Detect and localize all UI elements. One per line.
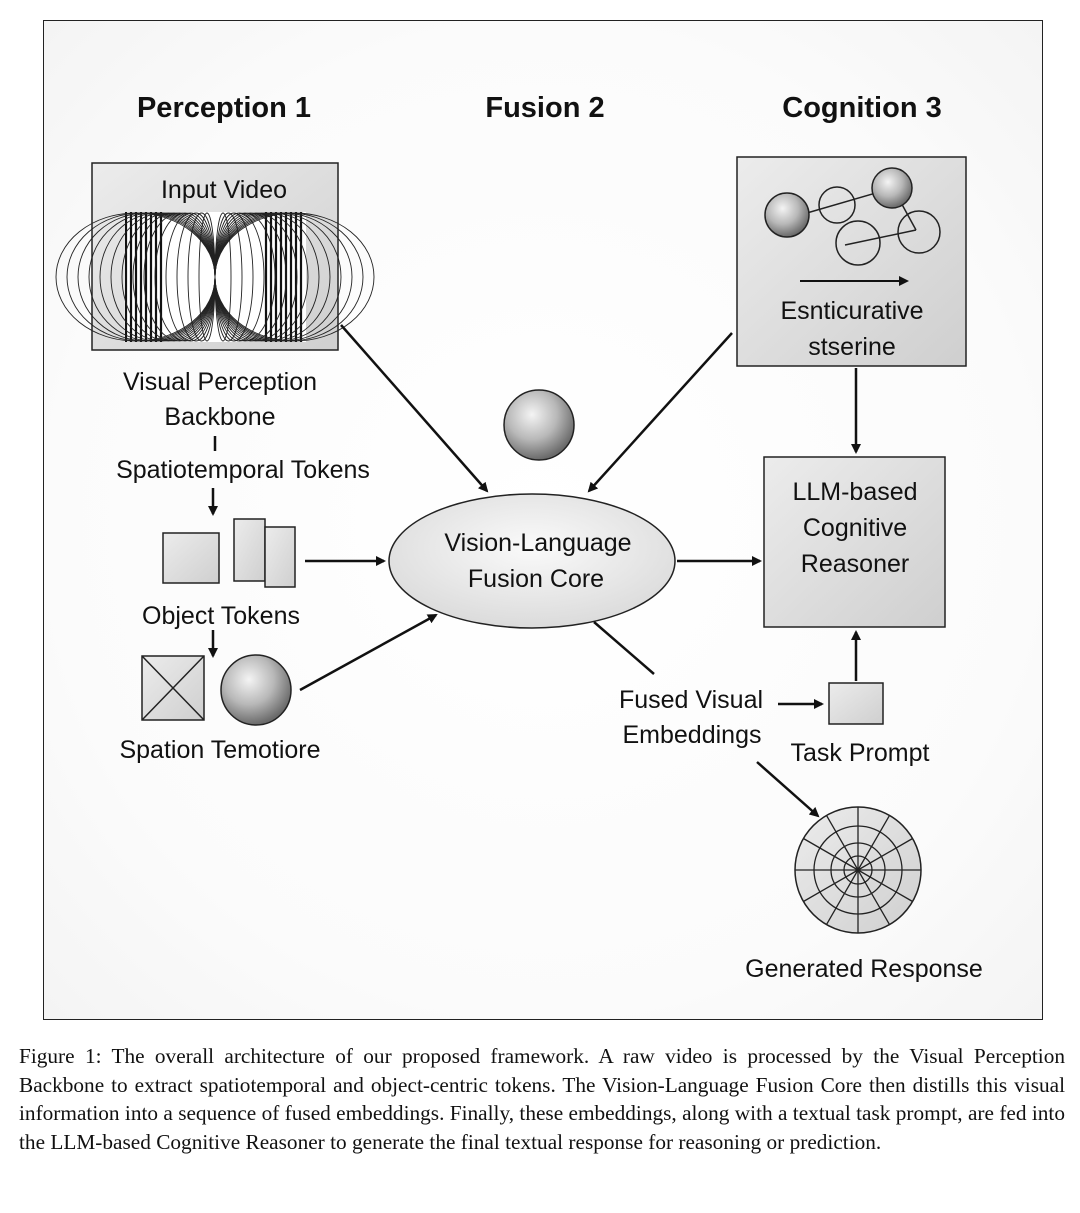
arrow-embeddings-to-response bbox=[756, 761, 820, 818]
backbone-label-line1: Visual Perception bbox=[123, 368, 317, 396]
fusion-sphere-icon bbox=[503, 389, 575, 461]
graph-node-ring-icon bbox=[818, 186, 856, 224]
crossed-box-icon bbox=[141, 655, 205, 721]
perception-header: Perception 1 bbox=[137, 92, 311, 124]
llm-label-line1: LLM-based bbox=[792, 478, 917, 506]
esnticurative-label-line2: stserine bbox=[808, 333, 896, 361]
task-prompt-box bbox=[828, 682, 884, 725]
task-prompt-label: Task Prompt bbox=[791, 739, 930, 767]
input-video-label: Input Video bbox=[161, 176, 287, 204]
fusion-header: Fusion 2 bbox=[485, 92, 604, 124]
llm-label-line3: Reasoner bbox=[801, 550, 909, 578]
graph-node-sphere-right-icon bbox=[871, 167, 913, 209]
cognition-header: Cognition 3 bbox=[782, 92, 941, 124]
llm-reasoner-box: LLM-based Cognitive Reasoner bbox=[763, 456, 946, 628]
video-frames-icon bbox=[55, 212, 375, 342]
spatiotemporal-tokens-label: Spatiotemporal Tokens bbox=[116, 456, 370, 484]
esnticurative-box: Esnticurative stserine bbox=[736, 156, 967, 367]
figure-caption: Figure 1: The overall architecture of ou… bbox=[19, 1044, 1065, 1154]
object-tokens-label: Object Tokens bbox=[142, 602, 300, 630]
llm-label-line2: Cognitive bbox=[803, 514, 907, 542]
arrow-objects-to-fusion bbox=[299, 613, 438, 692]
fusion-to-embeddings-line bbox=[593, 621, 655, 675]
input-video-box: Input Video bbox=[55, 162, 375, 351]
arrow-video-to-fusion bbox=[340, 324, 489, 493]
fusion-core-node: Vision-Language Fusion Core bbox=[388, 493, 676, 629]
object-sphere-icon bbox=[220, 654, 292, 726]
graph-node-sphere-left-icon bbox=[764, 192, 810, 238]
architecture-diagram: Perception 1 Fusion 2 Cognition 3 Input … bbox=[55, 92, 983, 983]
fused-embeddings-label-line1: Fused Visual bbox=[619, 686, 763, 714]
generated-response-label: Generated Response bbox=[745, 955, 983, 983]
response-wheel-icon bbox=[794, 806, 922, 934]
spatiotemporal-token-blocks bbox=[162, 518, 296, 588]
fused-embeddings-label-line2: Embeddings bbox=[623, 721, 762, 749]
graph-node-ring-icon bbox=[897, 210, 941, 254]
fusion-core-label-line2: Fusion Core bbox=[468, 565, 604, 593]
graph-node-ring-icon bbox=[835, 220, 881, 266]
esnticurative-label-line1: Esnticurative bbox=[780, 297, 923, 325]
fusion-core-label-line1: Vision-Language bbox=[444, 529, 631, 557]
arrow-esnticurative-to-fusion bbox=[587, 332, 733, 493]
backbone-label-line2: Backbone bbox=[164, 403, 275, 431]
spation-temotiore-label: Spation Temotiore bbox=[119, 736, 320, 764]
